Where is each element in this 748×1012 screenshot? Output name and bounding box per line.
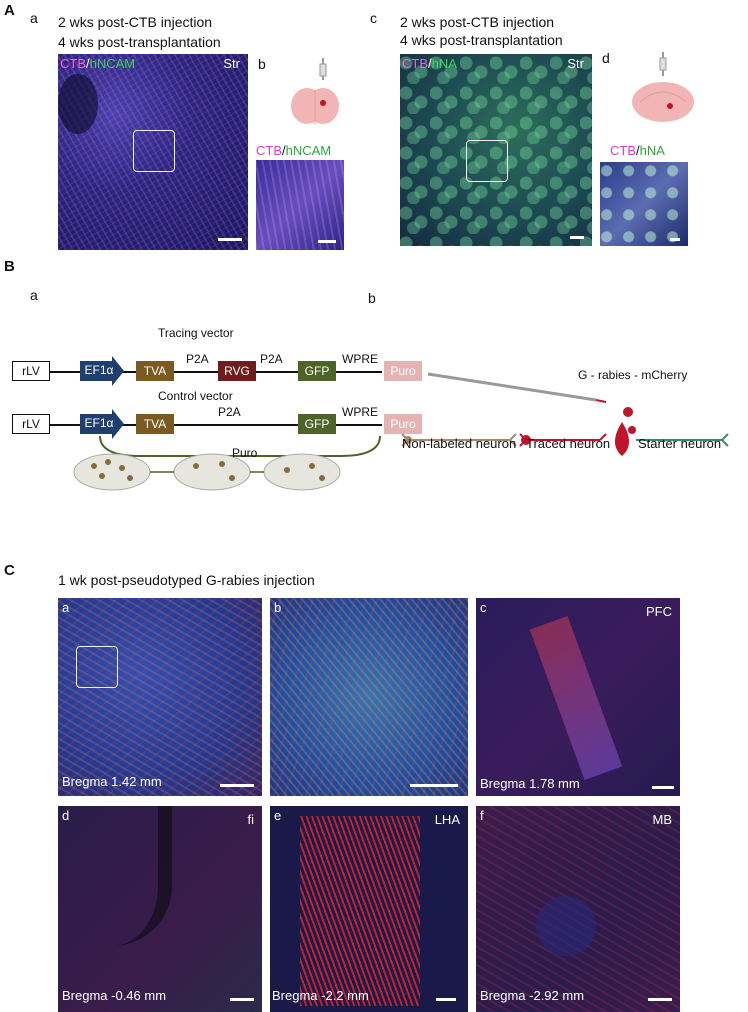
c-d-sublabel: d — [62, 808, 70, 823]
scale-bar-c-c — [652, 786, 674, 789]
panel-c-caption-2: 4 wks post-transplantation — [400, 32, 563, 48]
scale-bar-c-d — [230, 998, 254, 1001]
rlv-box-control: rLV — [12, 414, 50, 434]
p2a-label-2: P2A — [260, 352, 283, 366]
scale-bar-b — [318, 240, 336, 243]
bregma-label-c-f: Bregma -2.92 mm — [480, 988, 585, 1003]
micrograph-c-a: a Bregma 1.42 mm — [58, 598, 262, 796]
roi-box-c — [466, 140, 508, 182]
wpre-label-tracing: WPRE — [342, 352, 378, 366]
virus-label: G - rabies - mCherry — [578, 368, 688, 382]
scale-bar-c-a — [220, 784, 254, 787]
nonlabeled-neuron-label: Non-labeled neuron — [402, 436, 517, 451]
scale-bar-d — [670, 238, 680, 241]
wpre-label-control: WPRE — [342, 405, 378, 419]
rvg-box-tracing: RVG — [218, 361, 256, 381]
micrograph-a-a: CTB/hNCAM Str — [58, 54, 248, 250]
scale-bar-a — [218, 238, 242, 241]
tva-box-control: TVA — [136, 414, 174, 434]
micrograph-c-b: b — [270, 598, 468, 796]
panel-c-caption-1: 2 wks post-CTB injection — [400, 14, 555, 30]
panel-a-d-sublabel: d — [602, 50, 610, 66]
rabies-tracing-schematic — [400, 360, 730, 460]
panel-b-b-sublabel: b — [368, 290, 376, 306]
roi-box-c-a — [76, 646, 118, 688]
c-c-sublabel: c — [480, 600, 487, 615]
rlv-box-tracing: rLV — [12, 361, 50, 381]
panel-a-a-sublabel: a — [30, 10, 38, 26]
stain-label-b: CTB/hNCAM — [256, 143, 332, 158]
culture-dishes — [72, 448, 432, 492]
c-f-sublabel: f — [480, 808, 484, 823]
stain-label-d: CTB/hNA — [610, 143, 665, 158]
micrograph-a-d — [600, 162, 688, 246]
panel-b-a-sublabel: a — [30, 287, 38, 303]
c-a-sublabel: a — [62, 600, 70, 615]
micrograph-a-b — [256, 160, 344, 250]
stain-label-a: CTB/hNCAM — [60, 56, 136, 71]
bregma-label-c-d: Bregma -0.46 mm — [62, 988, 167, 1003]
gfp-box-control: GFP — [298, 414, 336, 434]
puro-box-control: Puro — [384, 414, 422, 434]
scale-bar-c-b — [410, 784, 458, 787]
p2a-label-control: P2A — [218, 405, 241, 419]
traced-neuron-label: Traced neuron — [526, 436, 611, 451]
c-b-sublabel: b — [274, 600, 282, 615]
starter-neuron-label: Starter neuron — [638, 436, 722, 451]
c-e-sublabel: e — [274, 808, 282, 823]
panel-a-letter: A — [4, 2, 15, 19]
region-label-c: Str — [567, 56, 584, 71]
micrograph-a-c: CTB/hNA Str — [400, 54, 592, 246]
bregma-label-c-a: Bregma 1.42 mm — [62, 774, 162, 789]
micrograph-c-c: c PFC Bregma 1.78 mm — [476, 598, 680, 796]
micrograph-c-e: e LHA Bregma -2.2 mm — [270, 806, 468, 1012]
tracing-vector-title: Tracing vector — [158, 326, 234, 340]
region-label-c-f: MB — [652, 812, 673, 827]
panel-b-letter: B — [4, 258, 15, 275]
ef1a-promoter-control: EF1α — [80, 409, 124, 439]
bregma-label-c-e: Bregma -2.2 mm — [272, 988, 369, 1003]
region-label-a: Str — [223, 56, 240, 71]
brain-injection-icon-d — [630, 52, 696, 124]
panel-c-caption: 1 wk post-pseudotyped G-rabies injection — [58, 572, 315, 588]
panel-a-c-sublabel: c — [370, 10, 377, 26]
micrograph-c-f: f MB Bregma -2.92 mm — [476, 806, 680, 1012]
brain-injection-icon-b — [290, 58, 340, 128]
panel-c-letter: C — [4, 562, 15, 579]
p2a-label-1: P2A — [186, 352, 209, 366]
region-label-c-c: PFC — [646, 604, 672, 619]
panel-a-caption-1: 2 wks post-CTB injection — [58, 14, 213, 30]
puro-box-tracing: Puro — [384, 361, 422, 381]
tracing-vector-backbone — [50, 371, 382, 373]
panel-a-caption-2: 4 wks post-transplantation — [58, 34, 221, 50]
panel-a-b-sublabel: b — [258, 56, 266, 72]
micrograph-c-d: d fi Bregma -0.46 mm — [58, 806, 262, 1012]
scale-bar-c-e — [436, 998, 456, 1001]
control-vector-title: Control vector — [158, 389, 233, 403]
roi-box-a — [133, 130, 175, 172]
tva-box-tracing: TVA — [136, 361, 174, 381]
scale-bar-c-f — [648, 998, 672, 1001]
scale-bar-c — [570, 236, 584, 239]
control-vector-backbone — [50, 424, 382, 426]
gfp-box-tracing: GFP — [298, 361, 336, 381]
region-label-c-e: LHA — [434, 812, 460, 827]
region-label-c-d: fi — [247, 812, 255, 827]
bregma-label-c-c: Bregma 1.78 mm — [480, 776, 580, 791]
stain-label-c: CTB/hNA — [402, 56, 457, 71]
puro-selection-label: Puro — [232, 446, 258, 460]
ef1a-promoter-tracing: EF1α — [80, 356, 124, 386]
